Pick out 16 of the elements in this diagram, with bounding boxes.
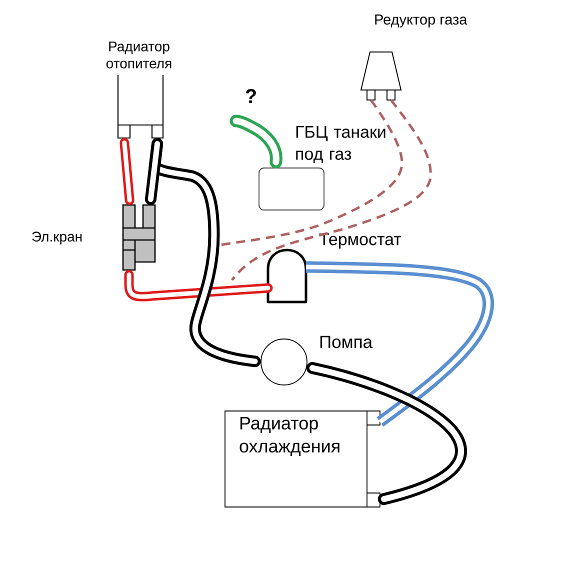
component-label: Помпа: [320, 336, 373, 348]
edge-label: ?: [244, 88, 258, 104]
hose: [144, 138, 164, 206]
hose: [306, 362, 468, 506]
dashed-line: [220, 99, 404, 246]
component-label: ГБЦ танаки под газ: [296, 126, 386, 164]
hose: [120, 138, 134, 206]
component-label: Редуктор газа: [375, 14, 468, 28]
hose: [124, 270, 273, 302]
hose: [230, 114, 282, 168]
dashed-line: [231, 99, 432, 281]
component-label: Радиатор отопителя: [106, 42, 172, 68]
component-label: Эл.кран: [32, 232, 82, 244]
radiator-box: Радиатор охлаждения: [224, 410, 380, 508]
component-label: Термостат: [319, 233, 402, 249]
hose: [306, 261, 494, 427]
